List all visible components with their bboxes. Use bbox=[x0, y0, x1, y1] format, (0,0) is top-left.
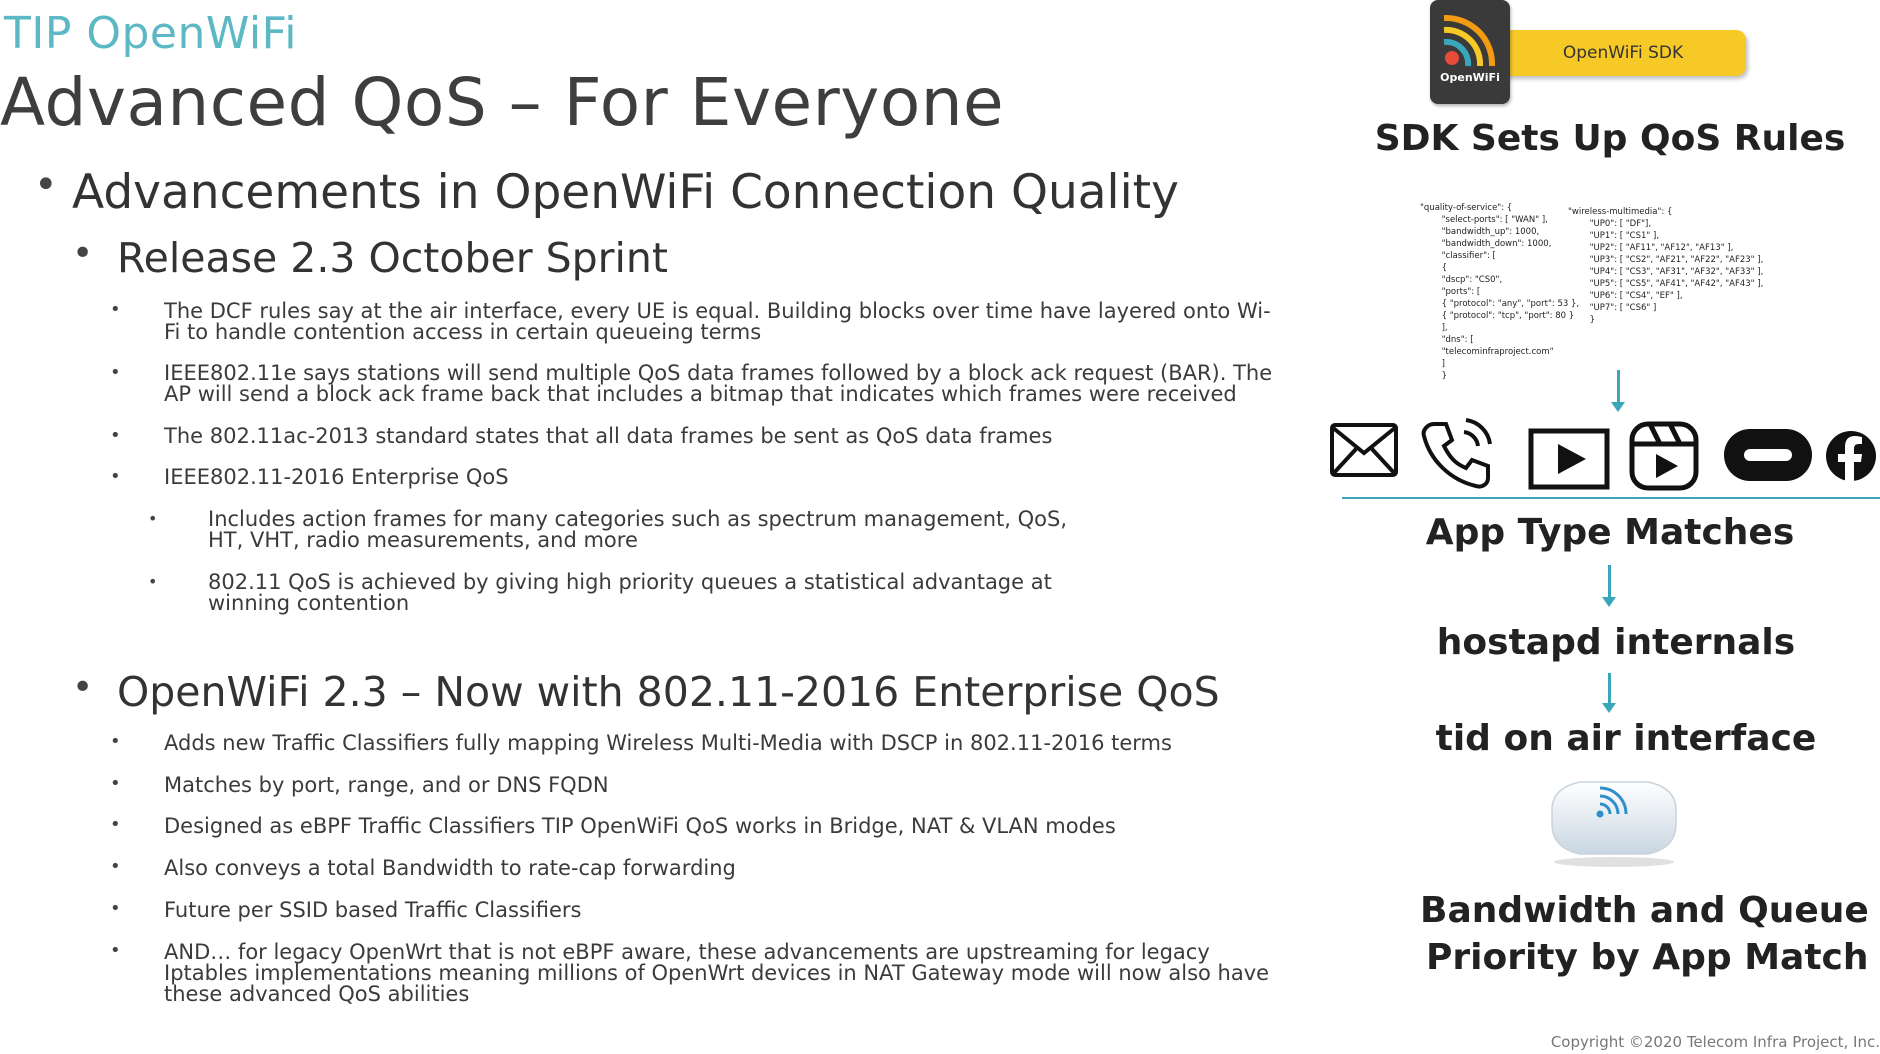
bullet-marker: • bbox=[148, 509, 158, 528]
phone-icon bbox=[1421, 418, 1492, 489]
openwifi-bullet-matches: Matches by port, range, and or DNS FQDN bbox=[164, 773, 609, 797]
bullet-marker: • bbox=[34, 162, 58, 208]
release-bullet-80211e: IEEE802.11e says stations will send mult… bbox=[164, 361, 1273, 406]
heading-hostapd: hostapd internals bbox=[1436, 622, 1796, 663]
heading-sdk-rules: SDK Sets Up QoS Rules bbox=[1374, 118, 1846, 159]
arrow-down bbox=[1617, 370, 1620, 404]
release-bullet-80211ac: The 802.11ac-2013 standard states that a… bbox=[164, 424, 1053, 448]
sub-bullet-statistical-advantage: 802.11 QoS is achieved by giving high pr… bbox=[208, 570, 1052, 615]
openwifi-logo-label: OpenWiFi bbox=[1440, 71, 1500, 84]
arrow-down-head bbox=[1602, 597, 1616, 607]
bullet-marker: • bbox=[110, 856, 121, 877]
bullet-marker: • bbox=[148, 572, 158, 591]
bullet-release-heading: Release 2.3 October Sprint bbox=[117, 234, 668, 282]
release-bullet-dcf: The DCF rules say at the air interface, … bbox=[164, 299, 1271, 344]
sdk-label-bar: OpenWiFi SDK bbox=[1500, 30, 1746, 76]
brand-title: TIP OpenWiFi bbox=[4, 8, 297, 59]
pill-icon bbox=[1724, 429, 1812, 481]
heading-bandwidth-line2: Priority by App Match bbox=[1426, 937, 1869, 978]
facebook-icon bbox=[1826, 431, 1876, 482]
copyright-footer: Copyright ©2020 Telecom Infra Project, I… bbox=[1550, 1033, 1880, 1051]
bullet-marker: • bbox=[110, 940, 121, 961]
bullet-marker: • bbox=[110, 466, 121, 487]
openwifi-bullet-classifiers: Adds new Traffic Classifiers fully mappi… bbox=[164, 731, 1172, 755]
code-wireless-multimedia: "wireless-multimedia": { "UP0": [ "DF"],… bbox=[1568, 207, 1764, 325]
slide-title: Advanced QoS – For Everyone bbox=[0, 64, 1005, 141]
bullet-marker: • bbox=[110, 362, 121, 383]
bullet-marker: • bbox=[72, 667, 94, 708]
openwifi-bullet-ebpf: Designed as eBPF Traffic Classifiers TIP… bbox=[164, 814, 1116, 838]
arrow-down bbox=[1608, 673, 1611, 705]
heading-tid: tid on air interface bbox=[1435, 718, 1817, 759]
bullet-marker: • bbox=[110, 773, 121, 794]
mail-icon bbox=[1330, 423, 1398, 477]
sub-bullet-action-frames: Includes action frames for many categori… bbox=[208, 507, 1068, 552]
openwifi-bullet-legacy: AND… for legacy OpenWrt that is not eBPF… bbox=[164, 940, 1270, 1006]
arrow-down-head bbox=[1602, 703, 1616, 713]
openwifi-bullet-ssid: Future per SSID based Traffic Classifier… bbox=[164, 898, 582, 922]
reels-icon bbox=[1629, 421, 1699, 491]
release-bullet-enterprise-qos: IEEE802.11-2016 Enterprise QoS bbox=[164, 465, 509, 489]
bullet-advancements: Advancements in OpenWiFi Connection Qual… bbox=[72, 165, 1179, 220]
wifi-icon bbox=[1443, 14, 1496, 67]
arrow-down bbox=[1608, 565, 1611, 599]
bullet-marker: • bbox=[110, 898, 121, 919]
video-play-icon bbox=[1528, 428, 1610, 490]
code-quality-of-service: "quality-of-service": { "select-ports": … bbox=[1420, 203, 1580, 381]
openwifi-bullet-bandwidth: Also conveys a total Bandwidth to rate-c… bbox=[164, 856, 736, 880]
access-point-icon bbox=[1551, 781, 1677, 867]
bullet-openwifi-heading: OpenWiFi 2.3 – Now with 802.11-2016 Ente… bbox=[117, 668, 1220, 716]
divider-line bbox=[1342, 497, 1880, 499]
bullet-marker: • bbox=[110, 299, 121, 320]
bullet-marker: • bbox=[110, 814, 121, 835]
heading-bandwidth-line1: Bandwidth and Queue bbox=[1420, 890, 1869, 931]
bullet-marker: • bbox=[110, 731, 121, 752]
arrow-down-head bbox=[1611, 402, 1625, 412]
openwifi-logo: OpenWiFi bbox=[1430, 0, 1510, 104]
bullet-marker: • bbox=[110, 425, 121, 446]
heading-app-type: App Type Matches bbox=[1425, 512, 1795, 553]
bullet-marker: • bbox=[72, 233, 94, 274]
